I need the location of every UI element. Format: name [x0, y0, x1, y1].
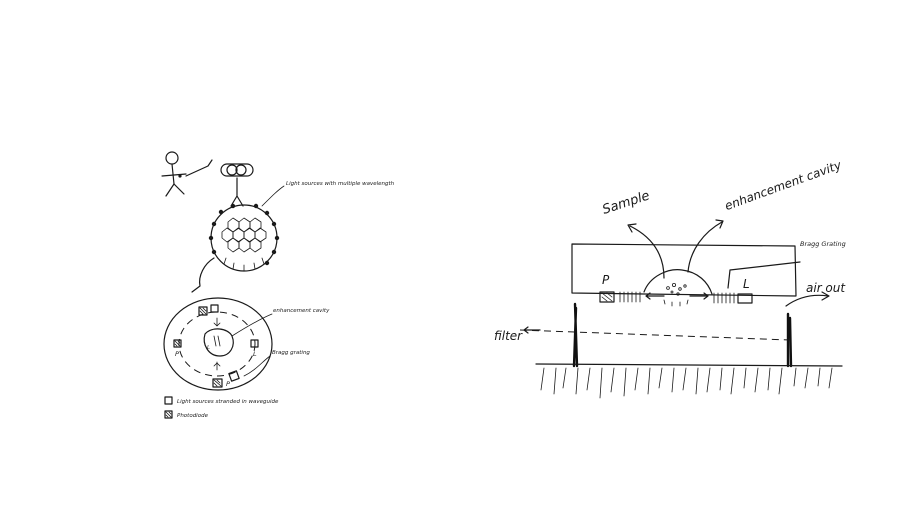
marker-l-center: L [207, 345, 210, 351]
marker-p-right: P [602, 273, 610, 287]
light-sources-label: Light sources with multiple wavelength [286, 181, 395, 187]
marker-l: L [743, 277, 750, 291]
enhancement-cavity-label-right: enhancement cavity [723, 158, 844, 214]
photodiode-top [199, 307, 207, 315]
photodiode-left [174, 340, 181, 347]
light-sources-leader [262, 186, 284, 206]
legend-text-light-source: Light sources stranded in waveguide [177, 399, 279, 405]
right-sketch: P L Sample [494, 158, 846, 398]
ground-line [536, 364, 842, 366]
left-sketch: Light sources with multiple wavelength [162, 152, 395, 419]
legend-item-photodiode: Photodiode [165, 411, 209, 419]
stick-figure-icon [162, 152, 186, 196]
pointer-line [186, 160, 212, 176]
arrow-down-top [214, 318, 220, 326]
filter-label: filter [494, 329, 523, 343]
air-out-label: air out [806, 281, 846, 295]
photodiode-bottom [213, 379, 222, 387]
sample-arrow [628, 224, 664, 278]
sample-dome [644, 270, 712, 294]
enhancement-cavity-arrow [688, 220, 723, 272]
round-sensor-disc [209, 204, 279, 271]
radiating-marks [224, 258, 264, 271]
bragg-grating-label-left: Bragg grating [272, 350, 310, 356]
cavity-lines [214, 336, 220, 346]
strap-line [192, 258, 214, 292]
arrow-up-bottom [214, 362, 220, 370]
light-source-top [211, 305, 218, 312]
light-sources-text: Light sources with multiple wavelength [286, 181, 395, 187]
marker-p-bottom: P [226, 380, 230, 388]
legend-item-light-source: Light sources stranded in waveguide [165, 397, 279, 405]
ground-hatch [541, 368, 832, 398]
marker-l-right: L [253, 350, 257, 358]
left-post [574, 304, 577, 366]
legend: Light sources stranded in waveguide Phot… [165, 397, 279, 419]
bragg-grating-leader-right [728, 262, 800, 288]
arrow-right-internal [690, 293, 708, 299]
enhancement-cavity-text: enhancement cavity [723, 158, 844, 214]
enhancement-cavity-label-left: enhancement cavity [273, 308, 330, 314]
filter-arrow [524, 327, 540, 333]
honeycomb-grid [222, 218, 266, 252]
bragg-grating-label-right: Bragg Grating [800, 240, 846, 248]
device-connector [231, 178, 243, 206]
legend-text-photodiode: Photodiode [177, 413, 209, 419]
marker-p-left: P [175, 350, 179, 358]
filter-line [520, 330, 790, 340]
sample-label: Sample [601, 188, 652, 217]
wearable-device-icon [221, 164, 253, 176]
